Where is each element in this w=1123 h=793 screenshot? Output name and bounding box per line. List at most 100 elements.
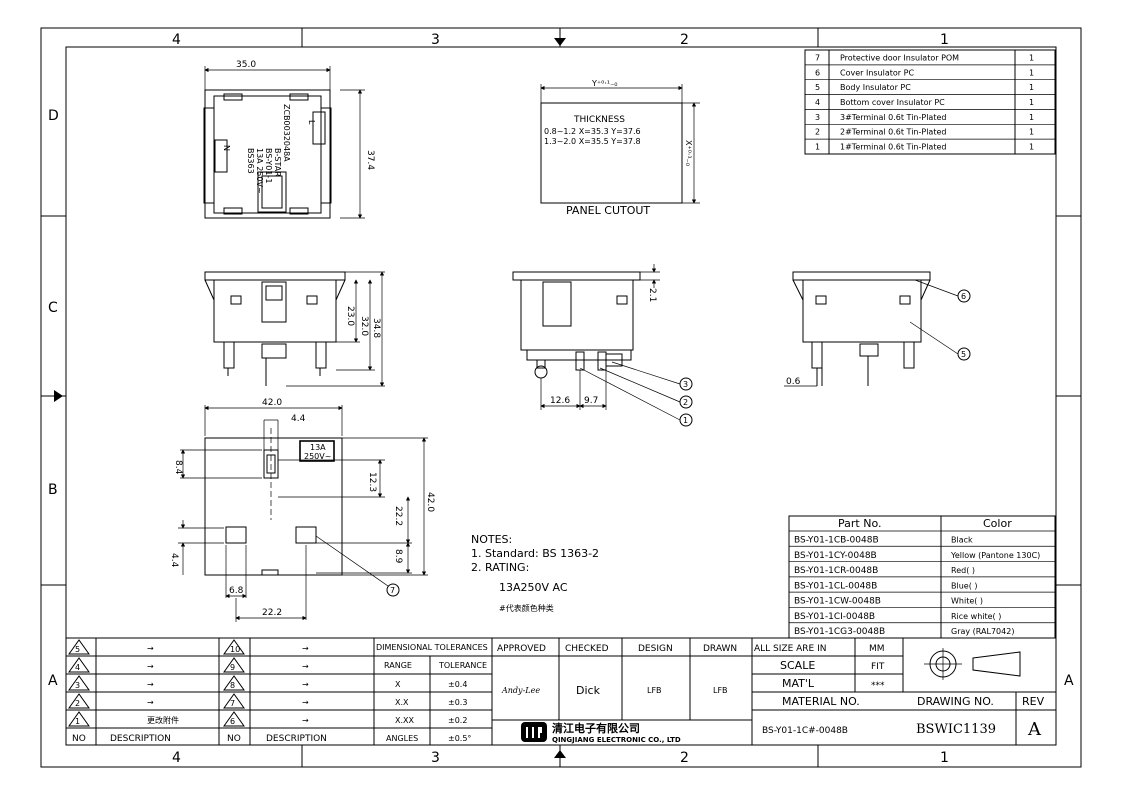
bom-row-qty: 1: [1029, 68, 1034, 77]
dim-h1: 23.0: [345, 306, 355, 326]
bom-row-desc: 2#Terminal 0.6t Tin-Plated: [840, 128, 946, 137]
dim-thickness: 0.6: [786, 377, 801, 387]
tolerance-range: X.X: [395, 698, 409, 707]
dim-width: 35.0: [236, 60, 256, 70]
revision-desc: →: [302, 680, 309, 689]
balloon-5: 5: [961, 350, 966, 359]
dim-center-offset: 12.3: [367, 472, 377, 492]
zone-row-label: A: [48, 673, 58, 689]
bom-row-qty: 1: [1029, 128, 1034, 137]
parts-row-part: BS-Y01-1CI-0048B: [794, 612, 875, 622]
parts-row-color: Blue( ): [951, 581, 978, 590]
dim-pin-width: 6.8: [229, 586, 244, 596]
parts-row-part: BS-Y01-1CG3-0048B: [794, 627, 885, 637]
revision-footer: NO DESCRIPTION NO DESCRIPTION: [72, 734, 327, 744]
matl-value: ***: [871, 681, 885, 691]
drawing-no: BSWIC1139: [916, 722, 996, 737]
zone-col-label: 1: [940, 750, 949, 766]
rev-desc-label: DESCRIPTION: [110, 734, 171, 744]
tolerance-range: X: [395, 680, 401, 689]
company-name-en: QINGJIANG ELECTRONIC CO., LTD: [552, 736, 681, 744]
zone-col-label: 2: [680, 32, 689, 48]
revision-desc: →: [147, 680, 154, 689]
tolerance-range: X.XX: [395, 716, 415, 725]
bom-row-no: 7: [815, 53, 820, 62]
revision-number: 7: [230, 699, 235, 708]
parts-row-color: Gray (RAL7042): [951, 627, 1014, 636]
notes-item: 1. Standard: BS 1363-2: [471, 547, 599, 560]
dim-lower-offset: 8.9: [393, 549, 403, 564]
marking-rating: 13A 250V~: [255, 148, 264, 194]
size-label: ALL SIZE ARE IN: [754, 644, 826, 654]
rev-value: A: [1027, 719, 1042, 740]
balloon-6: 6: [961, 292, 966, 301]
dim-earth-height: 8.4: [173, 460, 183, 475]
thickness-title: THICKNESS: [573, 115, 625, 125]
material-no-label: MATERIAL NO.: [782, 695, 860, 708]
revision-triangle-icon: [68, 693, 90, 709]
bom-table: [804, 49, 1056, 155]
bom-row-desc: Cover Insulator PC: [840, 68, 914, 77]
centering-arrow-bottom: [554, 750, 566, 758]
notes-chinese: #代表颜色种类: [499, 603, 554, 613]
dim-h3: 34.8: [371, 318, 381, 338]
bom-row-no: 6: [815, 68, 820, 77]
dim-pin-pitch: 22.2: [262, 608, 282, 618]
projection-symbol-icon: [924, 648, 1021, 680]
revision-triangle-icon: [68, 711, 90, 727]
parts-row-part: BS-Y01-1CW-0048B: [794, 597, 881, 607]
revision-number: 1: [75, 717, 80, 726]
revision-number: 4: [75, 663, 80, 672]
approvals-block: APPROVED CHECKED DESIGN DRAWN Andy-Lee D…: [497, 644, 737, 697]
revision-desc: →: [147, 698, 154, 707]
dim-height: 37.4: [365, 150, 375, 170]
dim-earth-width: 4.4: [291, 414, 306, 424]
tolerance-range-label: RANGE: [384, 661, 412, 670]
rev-desc-label: DESCRIPTION: [266, 734, 327, 744]
approved-label: APPROVED: [497, 644, 546, 654]
revision-triangle-icon: [223, 675, 245, 691]
zone-row-label: B: [48, 482, 58, 498]
revision-number: 2: [75, 699, 80, 708]
revision-desc: →: [147, 644, 154, 653]
revision-number: 3: [75, 681, 80, 690]
drawing-no-label: DRAWING NO.: [917, 695, 994, 708]
marking-model: BS-Y01-1: [264, 148, 273, 183]
marking-std: BS363: [246, 148, 255, 174]
rev-no-label: NO: [227, 734, 241, 744]
bom-row-no: 5: [815, 83, 820, 92]
matl-label: MAT'L: [782, 677, 815, 690]
side-view-right: 0.6 6 5: [784, 271, 971, 387]
front-view: 42.0 4.4 13A 250V~ 8.4 12.3 22.2 8.9 42.…: [169, 398, 435, 622]
bom-row-desc: 3#Terminal 0.6t Tin-Plated: [840, 113, 946, 122]
parts-header-color: Color: [983, 517, 1012, 530]
parts-row-color: Rice white( ): [951, 612, 1001, 621]
dim-cutout-y: Y⁺⁰·¹₋₀: [591, 79, 618, 88]
bom-row-no: 3: [815, 113, 820, 122]
material-no: BS-Y01-1C#-0048B: [762, 726, 848, 736]
approved-signature: Andy-Lee: [501, 686, 540, 695]
tolerance-value: ±0.5°: [448, 734, 471, 743]
company-logo: 清江电子有限公司 QINGJIANG ELECTRONIC CO., LTD: [521, 721, 681, 744]
parts-header-part: Part No.: [838, 517, 881, 530]
notes-title: NOTES:: [471, 533, 512, 546]
zone-row-label: C: [48, 300, 58, 316]
dim-front-width: 42.0: [262, 398, 282, 408]
zone-col-label: 3: [431, 750, 440, 766]
terminal-label-l: L: [307, 120, 316, 125]
revision-number: 5: [75, 645, 80, 654]
terminal-label-n: N: [222, 145, 231, 151]
revision-desc: →: [302, 716, 309, 725]
centering-arrow-top: [554, 38, 566, 46]
revision-number: 8: [230, 681, 235, 690]
top-view: 35.0 N L ZCB0032048A B-STAR BS-Y01-1 13A…: [203, 60, 375, 219]
centering-arrow-left: [54, 390, 63, 402]
bom-row-qty: 1: [1029, 53, 1034, 62]
tolerance-tol-label: TOLERANCE: [438, 661, 487, 670]
checked-signature: Dick: [576, 684, 601, 697]
drawn-signature: LFB: [713, 686, 728, 695]
notes-rating: 13A250V AC: [499, 581, 568, 594]
revision-triangle-icon: [223, 693, 245, 709]
